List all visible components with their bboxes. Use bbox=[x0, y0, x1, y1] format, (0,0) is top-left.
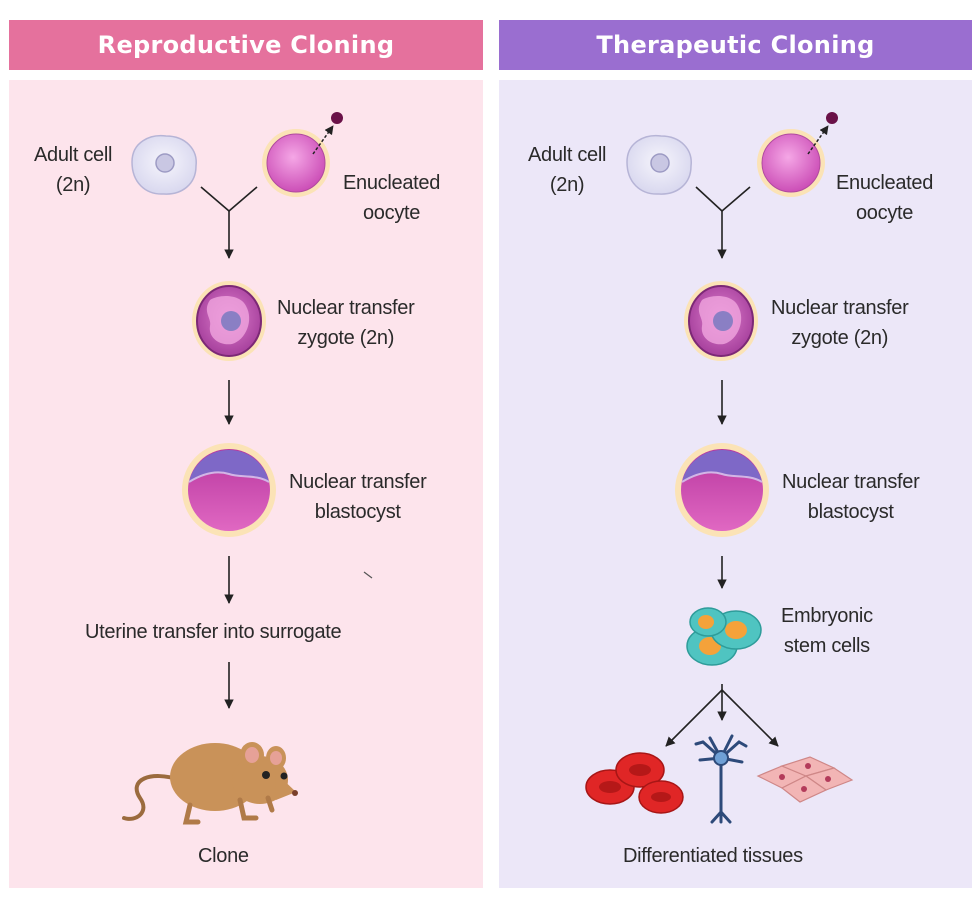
stray-mark bbox=[363, 571, 373, 579]
reproductive-cloning-header: Reproductive Cloning bbox=[9, 20, 483, 70]
right-adult-cell-icon bbox=[626, 134, 692, 195]
left-enucleated-oocyte-icon bbox=[262, 112, 343, 197]
left-blastocyst-icon bbox=[182, 443, 276, 537]
right-merge-arrow bbox=[695, 186, 751, 259]
clone-label: Clone bbox=[198, 845, 249, 867]
mouse-clone-icon bbox=[122, 742, 298, 825]
left-merge-arrow bbox=[200, 186, 258, 259]
therapeutic-cloning-header: Therapeutic Cloning bbox=[499, 20, 972, 70]
right-adult-cell-label: Adult cell(2n) bbox=[528, 144, 607, 196]
right-enucleated-oocyte-icon bbox=[757, 112, 838, 197]
left-zygote-icon bbox=[192, 281, 266, 361]
embryonic-stem-cells-icon bbox=[686, 607, 762, 666]
red-blood-cells-icon bbox=[585, 752, 684, 814]
differentiation-arrows bbox=[665, 684, 779, 747]
differentiated-tissues-label: Differentiated tissues bbox=[623, 845, 803, 867]
right-blastocyst-icon bbox=[675, 443, 769, 537]
epithelial-cells-icon bbox=[756, 756, 854, 803]
neuron-icon bbox=[694, 734, 748, 824]
right-zygote-icon bbox=[684, 281, 758, 361]
uterine-transfer-label: Uterine transfer into surrogate bbox=[85, 621, 342, 643]
left-adult-cell-icon bbox=[131, 134, 197, 195]
left-adult-cell-label: Adult cell(2n) bbox=[34, 144, 113, 196]
